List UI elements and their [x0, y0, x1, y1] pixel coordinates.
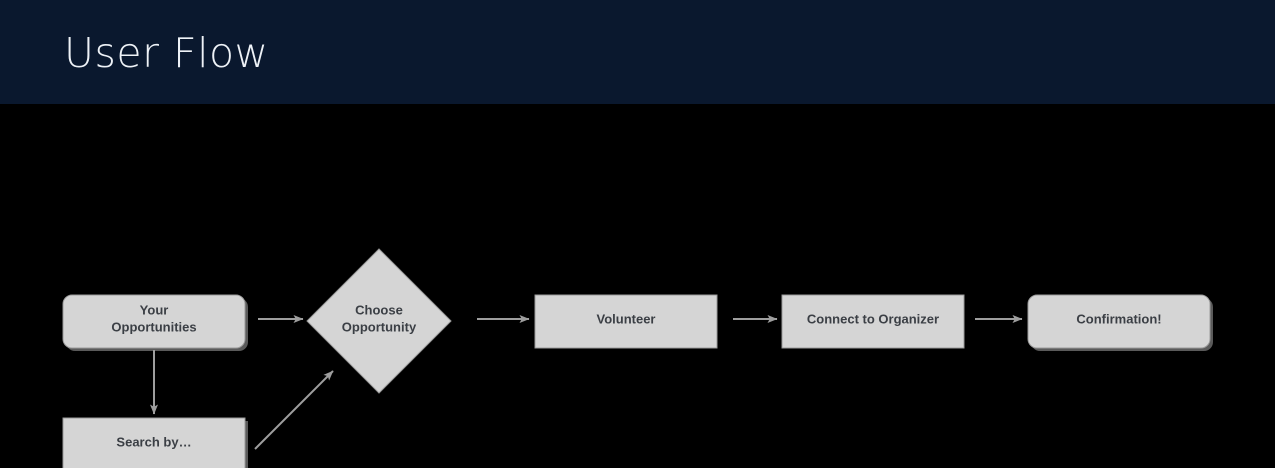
node-choose-opportunity[interactable]: Choose Opportunity [306, 248, 452, 394]
app-header: User Flow [0, 0, 1275, 104]
node-your-opportunities-label-line-1: Your [140, 302, 169, 317]
node-confirmation-shape[interactable] [1027, 294, 1211, 349]
node-connect-to-organizer-shape[interactable] [781, 294, 965, 349]
node-your-opportunities-shape[interactable] [62, 294, 246, 349]
node-search-by-shape[interactable] [62, 417, 246, 468]
node-connect-to-organizer-label: Connect to Organizer [807, 311, 939, 326]
node-choose-opportunity-shape[interactable] [306, 248, 452, 394]
user-flow-diagram: Your Opportunities Choose Opportunity Vo… [62, 248, 1213, 468]
edge-search-by-to-choose-opportunity [254, 370, 334, 450]
node-volunteer[interactable]: Volunteer [534, 294, 718, 349]
diagram-canvas: Your Opportunities Choose Opportunity Vo… [0, 104, 1275, 468]
node-choose-opportunity-label-line-1: Choose [355, 302, 403, 317]
node-volunteer-label: Volunteer [597, 311, 656, 326]
node-choose-opportunity-label-line-2: Opportunity [342, 319, 417, 334]
node-confirmation-label: Confirmation! [1076, 311, 1161, 326]
node-confirmation[interactable]: Confirmation! [1027, 294, 1211, 349]
node-your-opportunities[interactable]: Your Opportunities [62, 294, 246, 349]
node-search-by[interactable]: Search by… [62, 417, 246, 468]
node-connect-to-organizer[interactable]: Connect to Organizer [781, 294, 965, 349]
page-title: User Flow [64, 29, 269, 77]
node-volunteer-shape[interactable] [534, 294, 718, 349]
node-search-by-label: Search by… [116, 434, 191, 449]
node-your-opportunities-label-line-2: Opportunities [111, 319, 196, 334]
connectors [150, 315, 1023, 450]
